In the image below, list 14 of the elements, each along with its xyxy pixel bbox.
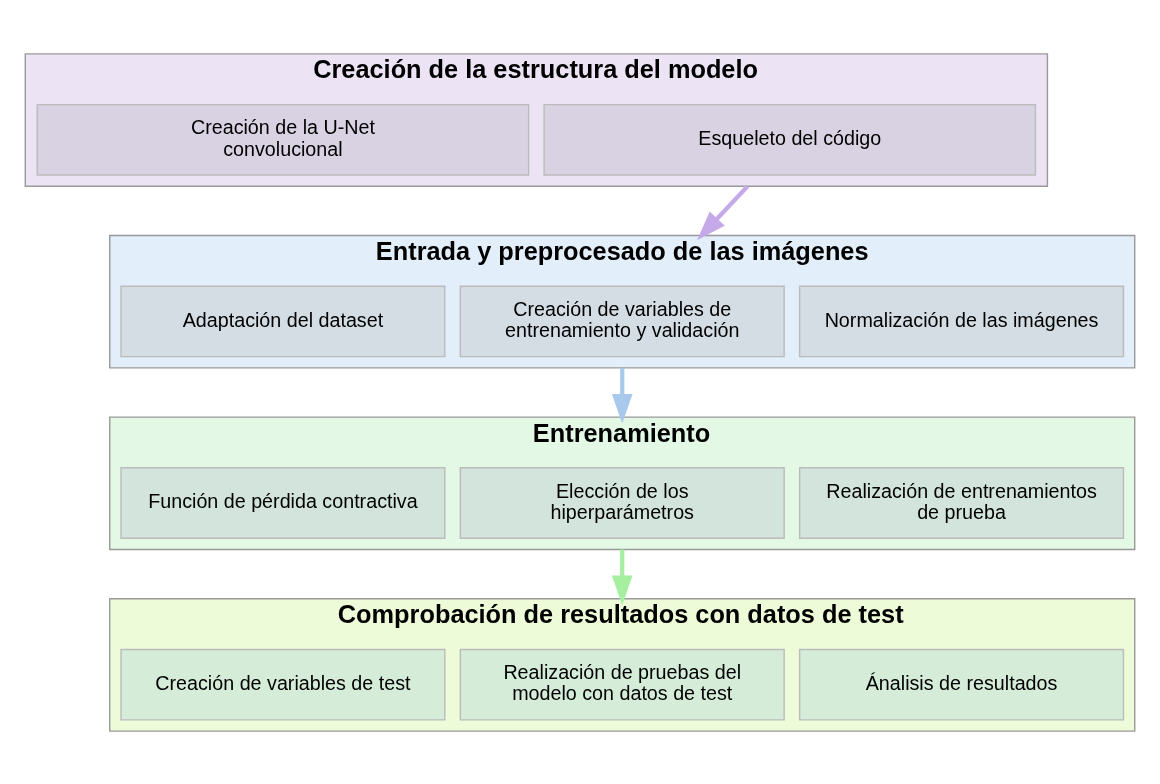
node-box: Ánalisis de resultados [798, 648, 1125, 721]
arrow [611, 549, 633, 605]
node-box: Normalización de las imágenes [798, 285, 1125, 357]
arrow [611, 367, 633, 424]
node-box: Realización de pruebas del modelo con datos de test [459, 648, 785, 721]
node-box: Adaptación del dataset [120, 285, 446, 357]
node-box: Creación de variables de test [120, 648, 446, 721]
node-box: Creación de variables de entrenamiento y validación [459, 285, 785, 357]
node-box: Elección de los hiperparámetros [459, 466, 785, 539]
arrow [697, 184, 750, 240]
node-box: Esqueleto del código [543, 103, 1037, 176]
node-box: Función de pérdida contractiva [120, 466, 446, 539]
node-box: Realización de entrenamientos de prueba [798, 466, 1125, 539]
node-box: Creación de la U-Net convolucional [36, 103, 530, 176]
